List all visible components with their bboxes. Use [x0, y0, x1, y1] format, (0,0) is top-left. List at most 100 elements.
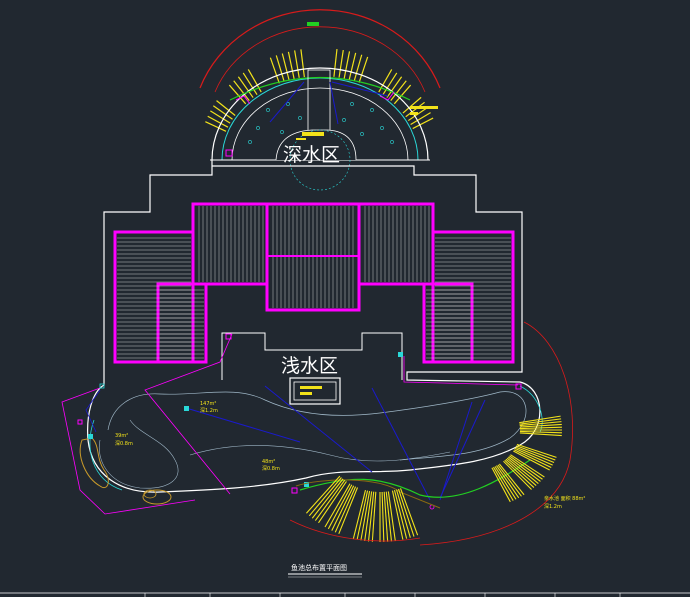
- deep-zone-magenta-block: [225, 149, 233, 157]
- pipe-1: [371, 387, 431, 501]
- pool-main-outline: [87, 160, 541, 493]
- top-fan-rib-0: [205, 121, 227, 132]
- platform-left-connector: [156, 282, 208, 364]
- deep-zone-red-inner-arc: [214, 26, 426, 93]
- shallow-zone: 浅水区 147m² 深1.2m 39m² 深0.8m 48m² 深0.8m 亲水…: [61, 321, 585, 546]
- bottom-yellow-fan-ribs: [305, 475, 419, 542]
- pipe-2: [439, 401, 473, 501]
- top-fan-rib-1: [233, 80, 250, 101]
- bottom-fan-rib-4: [314, 479, 346, 521]
- top-fan-rib-3: [353, 54, 363, 82]
- area-label-3: 48m²: [262, 459, 275, 465]
- depth-label-2: 深0.8m: [115, 440, 133, 447]
- bottom-fan-rib-1: [385, 491, 393, 542]
- drawing-title: 鱼池总布置平面图: [291, 563, 347, 572]
- bottom-fan-rib-3: [334, 486, 357, 533]
- bottom-red-arc: [289, 519, 421, 542]
- shallow-zone-stone-cluster-left: [79, 437, 109, 488]
- top-fan-rib-2: [300, 49, 305, 78]
- aerator-dot-7: [342, 118, 346, 122]
- bottom-fan-rib-4: [305, 475, 341, 514]
- right-fan-rib-3: [519, 430, 562, 434]
- right-fan-rib-1: [503, 460, 532, 490]
- top-fan-rib-3: [338, 49, 344, 78]
- shallow-zone-stone-cluster-center-2: [143, 489, 157, 499]
- top-fan-rib-4: [386, 76, 403, 98]
- right-fan-rib-1: [504, 459, 535, 488]
- top-fan-rib-3: [333, 49, 338, 77]
- aerator-dot-4: [256, 126, 260, 130]
- aerator-dot-8: [248, 140, 252, 144]
- deep-zone-structure: 深水区: [199, 9, 441, 191]
- bottom-fan-rib-3: [327, 484, 353, 530]
- top-fan-rib-1: [237, 76, 254, 98]
- top-fan-rib-0: [212, 105, 233, 120]
- pipe-0: [264, 385, 373, 473]
- right-yellow-fan-ribs: [491, 415, 562, 503]
- bottom-fan-rib-2: [391, 490, 404, 540]
- marker-bottom-cyan: [304, 482, 309, 487]
- right-fan-rib-2: [492, 466, 514, 501]
- bottom-fan-rib-4: [308, 477, 342, 517]
- shallow-zone-label: 浅水区: [281, 355, 338, 377]
- bottom-fan-rib-0: [371, 491, 377, 542]
- bottom-fan-rib-3: [324, 483, 351, 528]
- top-fan-rib-4: [390, 80, 407, 101]
- shallow-zone-magenta-boundary-right: [403, 356, 519, 386]
- deep-zone-pipe-left: [269, 81, 305, 123]
- platform-right-connector: [422, 282, 474, 364]
- top-fan-rib-3: [343, 51, 351, 79]
- shallow-zone-top-notch: [221, 332, 403, 380]
- pipe-4: [185, 407, 301, 443]
- right-fan-rib-0: [516, 443, 557, 458]
- marker-top-left-cyan: [99, 383, 105, 389]
- top-fan-rib-2: [294, 50, 300, 78]
- deep-zone-magenta-marker-left: [235, 95, 251, 105]
- aerator-dot-10: [280, 130, 284, 134]
- shallow-zone-pipes: [85, 385, 486, 501]
- deep-zone-magenta-marker-right: [379, 91, 395, 101]
- bottom-fan-rib-2: [398, 488, 415, 537]
- top-fan-rib-4: [382, 72, 398, 96]
- right-fan-rib-0: [514, 447, 553, 466]
- depth-label-3: 深0.8m: [262, 465, 280, 472]
- top-fan-rib-2: [287, 51, 295, 79]
- right-fan-rib-1: [509, 455, 543, 480]
- deep-zone-red-outer-arc: [199, 9, 441, 89]
- top-fan-rib-0: [216, 100, 236, 116]
- right-fan-rib-3: [519, 432, 562, 437]
- shallow-zone-cyan-left-wall: [89, 419, 123, 491]
- bottom-fan-rib-1: [381, 491, 385, 542]
- deep-zone-yellow-tag-2: [410, 112, 418, 115]
- shallow-zone-outer-box: [289, 377, 341, 405]
- aerator-dot-5: [380, 126, 384, 130]
- top-fan-rib-3: [348, 52, 357, 80]
- top-fan-rib-0: [210, 110, 231, 124]
- frame-bottom-ticks: [144, 593, 621, 597]
- pipe-3: [439, 399, 486, 499]
- marker-pipe-cyan: [184, 406, 189, 411]
- marker-left-magenta: [225, 333, 232, 340]
- deep-zone-pipe-right: [329, 81, 339, 125]
- area-label-2: 39m²: [115, 433, 128, 439]
- right-fan-rib-2: [494, 466, 517, 500]
- right-fan-rib-3: [519, 421, 562, 427]
- shallow-zone-yellow-bar-2: [300, 392, 312, 395]
- bottom-ochre-edge: [295, 479, 441, 509]
- right-fan-rib-1: [510, 454, 545, 478]
- shallow-zone-wave-line: [189, 445, 451, 462]
- top-fan-rib-5: [410, 112, 431, 126]
- right-fan-rib-1: [506, 457, 539, 484]
- shallow-zone-left-pond-edge: [98, 419, 179, 489]
- deep-zone-inner-small-arc: [289, 129, 351, 191]
- bottom-fan-rib-0: [352, 490, 367, 539]
- deep-zone-inner-basin: [231, 87, 409, 161]
- marker-far-left-magenta: [77, 419, 83, 425]
- deep-zone-aerator-dots: [248, 102, 394, 144]
- deep-zone-green-marker: [307, 22, 319, 26]
- right-fan-rib-2: [496, 465, 520, 499]
- aerator-dot-1: [286, 102, 290, 106]
- right-fan-rib-0: [515, 446, 555, 464]
- platform-deck-planks: [117, 206, 511, 359]
- right-fan-rib-0: [513, 449, 552, 469]
